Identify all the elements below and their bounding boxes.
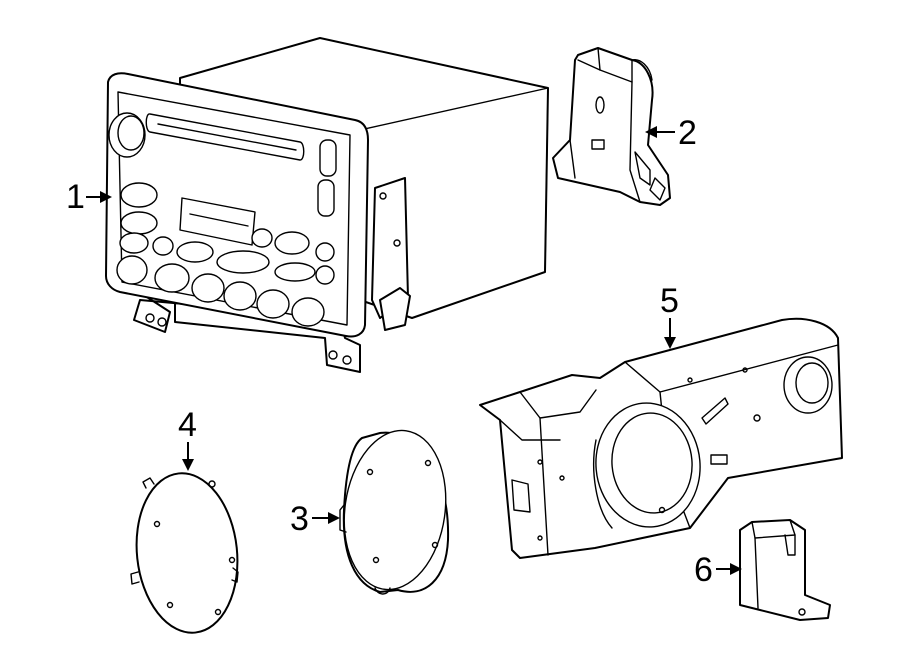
callout-5: 5: [660, 282, 679, 349]
callout-4: 4: [178, 406, 197, 471]
callout-label: 5: [660, 282, 679, 320]
speaker-cover: [130, 472, 239, 634]
callout-label: 1: [66, 178, 85, 216]
callout-label: 4: [178, 406, 197, 444]
callout-6: 6: [694, 551, 742, 589]
enclosure-bracket: [739, 519, 831, 621]
callout-label: 2: [678, 114, 697, 152]
speaker: [339, 429, 450, 595]
callout-label: 6: [694, 551, 713, 589]
callout-2: 2: [645, 114, 697, 152]
callout-3: 3: [290, 500, 340, 538]
speaker-enclosure: [479, 317, 843, 559]
callout-label: 3: [290, 500, 309, 538]
radio-receiver: [105, 37, 549, 373]
callout-1: 1: [66, 178, 112, 216]
mounting-bracket: [552, 47, 671, 206]
